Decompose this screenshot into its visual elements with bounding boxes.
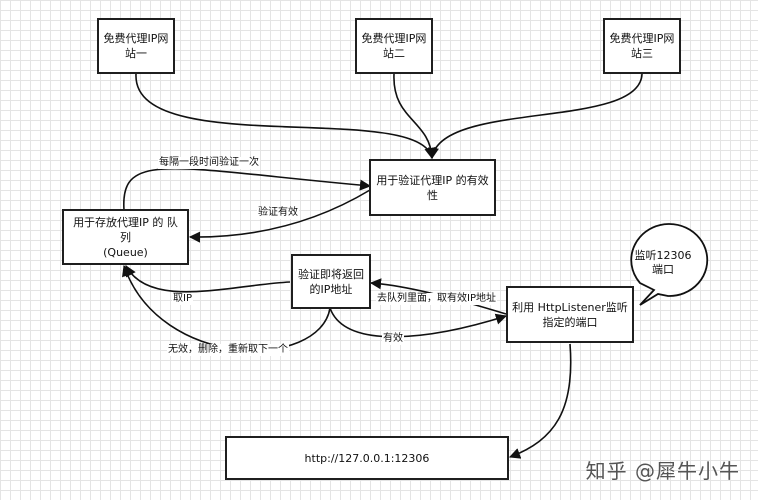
url-node: http://127.0.0.1:12306 xyxy=(225,436,509,480)
edge-site3-verify xyxy=(427,73,643,160)
edge-label-fetch: 去队列里面，取有效IP地址 xyxy=(376,293,497,305)
edge-site1-verify xyxy=(135,73,436,160)
edge-verify-queue-valid xyxy=(188,189,371,243)
edge-returned-queue-takeip xyxy=(125,265,291,293)
site2-node: 免费代理IP网 站二 xyxy=(355,18,433,74)
callout-bubble xyxy=(630,223,709,306)
edge-queue-verify-interval xyxy=(123,167,372,211)
edge-returned-listener-valid xyxy=(329,307,508,338)
watermark: 知乎 @犀牛小牛 xyxy=(585,459,740,483)
edge-label-valid2: 有效 xyxy=(382,333,404,345)
edge-listener-url xyxy=(508,343,572,459)
edge-site2-verify xyxy=(393,73,438,160)
verify-node: 用于验证代理IP 的有效 性 xyxy=(369,159,496,216)
returned-ip-node: 验证即将返回 的IP地址 xyxy=(291,254,371,309)
edge-label-invalid: 无效，删除，重新取下一个 xyxy=(167,344,289,356)
callout-text: 监听12306 端口 xyxy=(634,249,692,276)
listener-node: 利用 HttpListener监听 指定的端口 xyxy=(506,286,634,343)
edge-label-interval: 每隔一段时间验证一次 xyxy=(158,157,260,169)
queue-node: 用于存放代理IP 的 队列 (Queue) xyxy=(62,209,189,265)
edge-label-valid: 验证有效 xyxy=(257,207,299,219)
site1-node: 免费代理IP网 站一 xyxy=(97,18,175,74)
edge-label-take-ip: 取IP xyxy=(172,293,193,305)
site3-node: 免费代理IP网 站三 xyxy=(603,18,681,74)
